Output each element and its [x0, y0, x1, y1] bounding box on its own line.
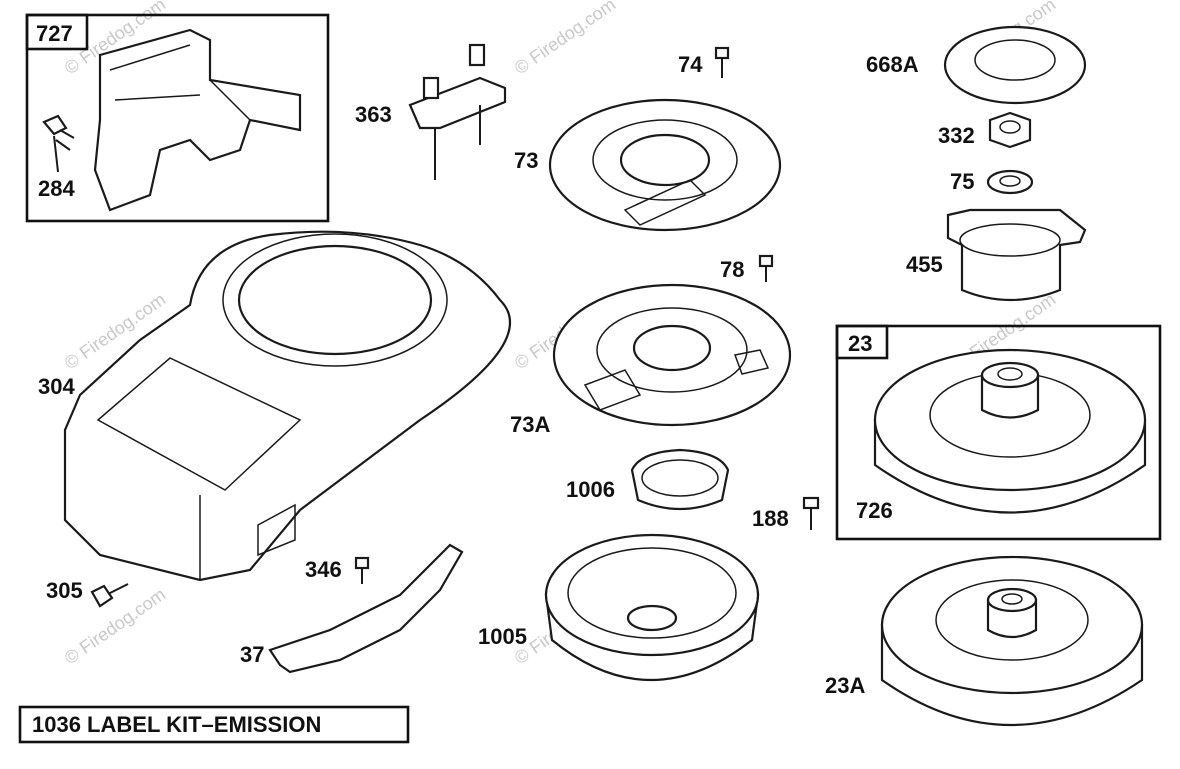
air-guide-detail	[109, 44, 251, 121]
label-75: 75	[950, 169, 974, 194]
part-363: 363	[355, 43, 507, 180]
screw-74-head	[714, 46, 730, 60]
housing-304-label-area	[96, 357, 302, 491]
group-23-frame	[835, 324, 1162, 541]
screen-73A-mesh	[583, 349, 770, 411]
washer-75	[986, 169, 1034, 195]
label-23A: 23A	[825, 673, 865, 698]
fan-1005-hub	[626, 604, 678, 632]
label-363: 363	[355, 102, 392, 127]
flywheel-23A-ring	[935, 579, 1089, 661]
screw-284-thread	[55, 129, 75, 151]
part-37: 37	[240, 543, 464, 674]
label-668A: 668A	[866, 52, 919, 77]
flywheel-23	[873, 348, 1147, 492]
screw-78-head	[758, 254, 774, 268]
leader-284	[53, 135, 59, 173]
cup-455	[946, 208, 1087, 302]
screw-346-head	[354, 556, 370, 570]
group-727-tag	[25, 13, 89, 51]
washer-75-hole	[999, 175, 1021, 187]
housing-304-ring-outer	[222, 233, 448, 367]
part-304: 304	[38, 230, 511, 582]
nut-332	[988, 111, 1032, 149]
part-73A: 73A	[510, 283, 792, 437]
part-78: 78	[720, 254, 774, 282]
label-346: 346	[305, 557, 342, 582]
housing-304-opening	[237, 244, 433, 356]
plate-668A-inner	[974, 39, 1056, 81]
part-332: 332	[938, 111, 1032, 149]
label-305: 305	[46, 578, 83, 603]
ratchet-1006-inner	[641, 459, 719, 497]
screen-73-mesh	[623, 179, 707, 226]
screen-73-ring	[592, 119, 738, 201]
part-346: 346	[305, 556, 370, 584]
plate-668A	[943, 25, 1087, 105]
part-1006: 1006	[566, 448, 730, 511]
air-guide-part	[93, 28, 302, 212]
housing-304-detail	[199, 495, 296, 580]
stud-nut-363	[468, 43, 486, 67]
watermark: © Firedog.com	[511, 0, 619, 78]
label-726: 726	[856, 498, 893, 523]
label-73A: 73A	[510, 412, 550, 437]
screen-73A-ring	[596, 307, 748, 393]
part-74: 74	[678, 46, 730, 78]
label-304: 304	[38, 374, 75, 399]
screw-305	[90, 584, 114, 608]
label-78: 78	[720, 257, 744, 282]
label-kit-caption: 1036 LABEL KIT–EMISSION	[18, 705, 410, 744]
part-1005: 1005	[478, 533, 760, 682]
part-455: 455	[906, 208, 1087, 302]
screen-73A-hub	[632, 324, 712, 372]
screw-305-shank	[107, 583, 129, 595]
group-23-box: 23 726	[835, 324, 1162, 541]
caption-frame	[18, 705, 410, 744]
ratchet-1006	[630, 448, 730, 511]
label-74: 74	[678, 52, 703, 77]
part-188: 188	[752, 496, 820, 531]
baffle-37	[268, 543, 464, 674]
label-455: 455	[906, 252, 943, 277]
caption-text: 1036 LABEL KIT–EMISSION	[32, 712, 321, 737]
group-23-tag	[835, 324, 889, 360]
part-75: 75	[950, 169, 1034, 195]
fan-1005-inner	[567, 547, 737, 639]
group-727-box: 727 284	[25, 13, 330, 223]
bracket-363	[408, 76, 507, 130]
screw-188-head	[802, 496, 820, 510]
part-73: 73	[514, 98, 782, 232]
label-188: 188	[752, 506, 789, 531]
part-305: 305	[46, 578, 129, 608]
label-1005: 1005	[478, 624, 527, 649]
part-23A: 23A	[825, 555, 1144, 727]
flywheel-23-bore	[997, 367, 1023, 381]
part-668A: 668A	[866, 25, 1087, 105]
label-1006: 1006	[566, 477, 615, 502]
label-332: 332	[938, 123, 975, 148]
nut-332-hole	[999, 120, 1021, 134]
flywheel-23A-bore	[1001, 593, 1023, 605]
label-37: 37	[240, 642, 264, 667]
group-727-frame	[25, 13, 330, 223]
label-23: 23	[848, 331, 872, 356]
label-727: 727	[36, 21, 73, 46]
fan-1005	[544, 533, 760, 657]
label-284: 284	[38, 176, 75, 201]
cup-455-rim	[959, 223, 1061, 257]
label-73: 73	[514, 148, 538, 173]
flywheel-23-hub-top	[980, 361, 1040, 389]
screen-73-hole	[619, 133, 711, 187]
flywheel-23A-hub-top	[986, 587, 1038, 613]
stud-nut-363	[422, 76, 440, 100]
